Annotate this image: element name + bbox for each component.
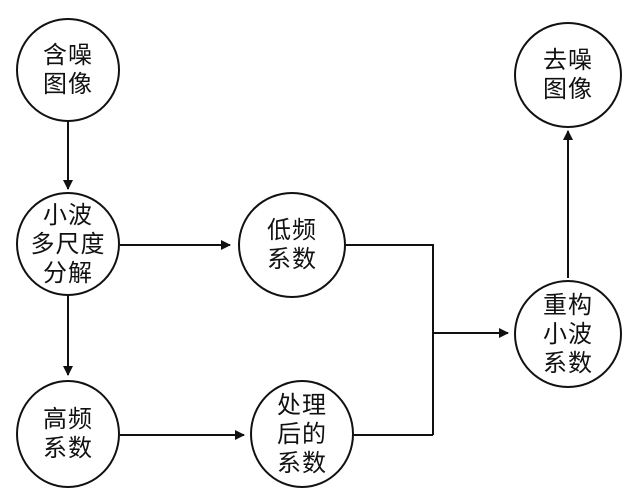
node-noisy-image: 含噪 图像 bbox=[16, 18, 120, 122]
node-denoised-image-line-1: 去噪 bbox=[543, 46, 593, 74]
node-denoised-image-line-2: 图像 bbox=[543, 75, 593, 103]
node-reconstruct-line-3: 系数 bbox=[543, 348, 593, 377]
node-low-frequency-line-1: 低频 bbox=[267, 216, 317, 244]
node-low-frequency-coefficients: 低频 系数 bbox=[238, 192, 346, 298]
node-high-frequency-coefficients: 高频 系数 bbox=[16, 380, 120, 488]
node-high-frequency-line-1: 高频 bbox=[43, 405, 93, 433]
node-processed-line-1: 处理 bbox=[277, 390, 327, 419]
node-noisy-image-line-2: 图像 bbox=[43, 70, 93, 98]
node-wavelet-decomposition-line-2: 多尺度 bbox=[30, 229, 106, 258]
node-reconstruct-line-1: 重构 bbox=[543, 290, 593, 319]
node-reconstruct-line-2: 小波 bbox=[543, 319, 593, 348]
node-wavelet-decomposition-line-1: 小波 bbox=[43, 200, 93, 229]
node-processed-line-3: 系数 bbox=[277, 448, 327, 477]
node-high-frequency-line-2: 系数 bbox=[43, 434, 93, 462]
node-wavelet-decomposition: 小波 多尺度 分解 bbox=[16, 192, 120, 296]
node-noisy-image-line-1: 含噪 bbox=[43, 41, 93, 69]
node-reconstruct-wavelet-coefficients: 重构 小波 系数 bbox=[514, 280, 622, 388]
node-denoised-image: 去噪 图像 bbox=[514, 22, 622, 128]
node-processed-coefficients: 处理 后的 系数 bbox=[250, 380, 354, 488]
node-processed-line-2: 后的 bbox=[277, 419, 327, 448]
line-low-freq-to-merge bbox=[346, 244, 434, 435]
node-low-frequency-line-2: 系数 bbox=[267, 245, 317, 273]
node-wavelet-decomposition-line-3: 分解 bbox=[43, 258, 93, 287]
